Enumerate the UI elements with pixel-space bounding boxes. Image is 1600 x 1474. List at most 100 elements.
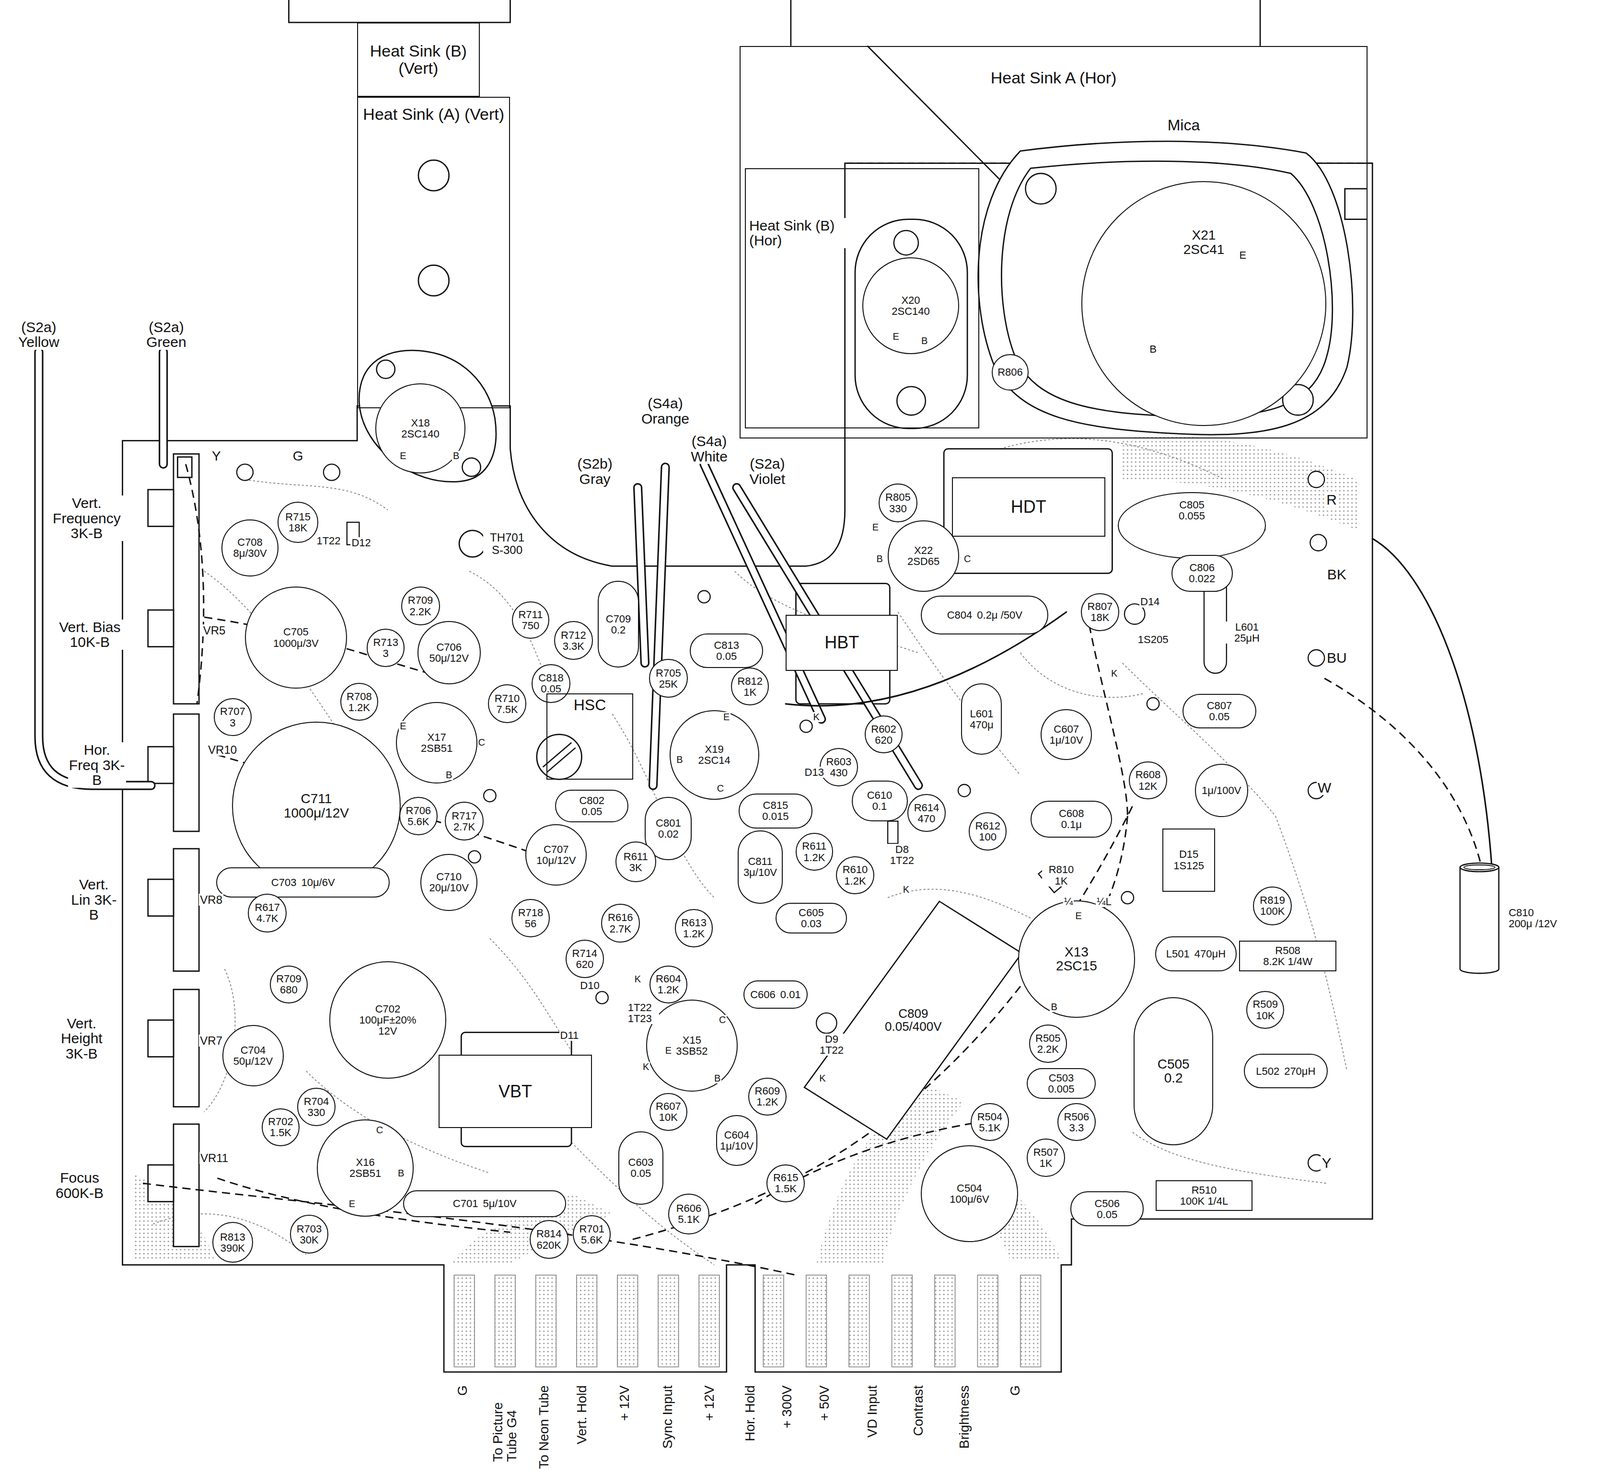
board-label: E <box>1074 911 1083 922</box>
text-group: C7088μ/30V <box>222 520 278 576</box>
part-label: L601 <box>969 708 994 720</box>
part-label: 2.7K <box>609 923 632 935</box>
part-label: 470μ <box>969 719 994 731</box>
component-circle: C70450μ/12V <box>222 1025 284 1087</box>
part-label: 680 <box>279 984 299 996</box>
pads <box>236 464 1327 1172</box>
text-group: X153SB52 <box>647 1000 738 1091</box>
board-label: BK <box>1326 567 1348 583</box>
part-label: R610 <box>842 864 869 876</box>
text-group: C810200μ /12V <box>1459 862 1582 975</box>
component-circle: C702100μF±20% 12V <box>329 961 447 1079</box>
part-label: R709 <box>275 973 302 985</box>
part-label: 25K <box>658 678 679 690</box>
text-group: C8130.05 <box>690 634 763 668</box>
component-circle: C71020μ/10V <box>420 854 478 912</box>
pad <box>595 991 609 1005</box>
trimmer-pot <box>536 734 582 780</box>
text-group: C8050.055 <box>1118 493 1265 558</box>
board-label: Hor. Freq 3K-B <box>68 742 127 789</box>
part-label: 56 <box>524 918 537 930</box>
text-group: C6050.03 <box>776 904 847 933</box>
part-label: 0.02 <box>657 828 680 840</box>
part-label: R710 <box>494 693 521 705</box>
part-label: C607 <box>1053 723 1080 735</box>
edge-finger <box>576 1275 598 1368</box>
component-circle: R6151.5K <box>766 1164 805 1204</box>
terminal-label: Contrast <box>910 1385 927 1437</box>
part-label: 1K <box>742 686 757 698</box>
capacitor-outline: C6041μ/10V <box>716 1115 757 1167</box>
transistor-flange <box>855 219 968 429</box>
terminal-label: + 300V <box>778 1385 795 1429</box>
board-label: C <box>962 554 972 565</box>
component-circle: R6041.2K <box>649 965 688 1005</box>
edge-finger <box>763 1275 784 1368</box>
potentiometer-knob <box>148 489 174 527</box>
part-label: 1.5K <box>774 1183 798 1195</box>
part-label: 100K <box>1259 905 1286 917</box>
part-label: 620 <box>874 734 893 746</box>
board-label: B <box>920 336 929 347</box>
edge-finger <box>892 1275 913 1368</box>
part-label: X18 <box>410 417 430 429</box>
jumper <box>185 464 204 705</box>
board-label: B <box>452 451 461 462</box>
board-label: K <box>1110 668 1119 679</box>
component-circle: R614470 <box>907 794 946 833</box>
text-group: R7133 <box>367 629 405 667</box>
part-label: 620K <box>536 1240 562 1252</box>
part-label: 0.005 <box>1047 1083 1075 1095</box>
part-label: 0.05 <box>629 1168 652 1180</box>
board-label: D12 <box>350 537 372 549</box>
trace <box>897 612 1021 776</box>
capacitor-outline: C6030.05 <box>618 1131 664 1206</box>
component-circle: R709680 <box>269 965 309 1005</box>
pad <box>800 720 813 733</box>
text-group: R7107.5K <box>488 685 526 723</box>
component-circle: R60710K <box>649 1093 688 1132</box>
part-label: C807 <box>1206 700 1233 712</box>
board-label: B <box>675 754 684 766</box>
text-group: HDT <box>952 478 1104 536</box>
part-label: R707 <box>219 706 246 718</box>
part-label: 0.022 <box>1188 573 1216 585</box>
text-group: D151S125 <box>1163 829 1215 892</box>
edge-finger <box>934 1275 956 1368</box>
wire <box>652 467 666 786</box>
part-label: 0.015 <box>761 811 789 823</box>
part-label: 3.3K <box>562 640 585 652</box>
part-label: 330 <box>307 1107 326 1119</box>
text-group: R70330K <box>290 1216 328 1253</box>
capacitor-outline: L501470μH <box>1155 936 1237 972</box>
heat-sink-edge <box>789 0 792 47</box>
component-circle: R5071K <box>1026 1138 1066 1178</box>
part-label: 2SC140 <box>891 305 931 317</box>
component-circle: R7073 <box>213 698 253 737</box>
component-circle: X222SD65 <box>887 520 960 592</box>
terminal-label: G <box>454 1385 471 1397</box>
part-label: C603 <box>627 1157 655 1169</box>
pad <box>236 464 254 481</box>
part-label: R712 <box>560 629 587 641</box>
board-label: C <box>716 783 725 794</box>
part-label: R508 <box>1274 945 1301 957</box>
edge-finger <box>495 1275 516 1368</box>
component-circle: R6162.7K <box>601 904 640 943</box>
component-circle: R7172.7K <box>444 801 484 841</box>
part-label: X20 <box>900 294 921 306</box>
text-group: C7051000μ/3V <box>245 587 347 688</box>
part-label: 1.2K <box>657 984 680 996</box>
part-label: C706 <box>435 641 463 653</box>
board-label: Vert. Bias 10K-B <box>53 619 127 650</box>
part-label: 12K <box>1137 780 1158 792</box>
board-label: VR5 <box>202 624 227 637</box>
part-label: C708 <box>236 536 264 548</box>
part-label: R613 <box>680 917 708 929</box>
transistor-flange <box>359 350 497 482</box>
part-label: 3K <box>628 862 643 874</box>
trace <box>244 479 388 511</box>
jumper <box>142 1183 796 1276</box>
text-group: R71856 <box>512 900 549 937</box>
